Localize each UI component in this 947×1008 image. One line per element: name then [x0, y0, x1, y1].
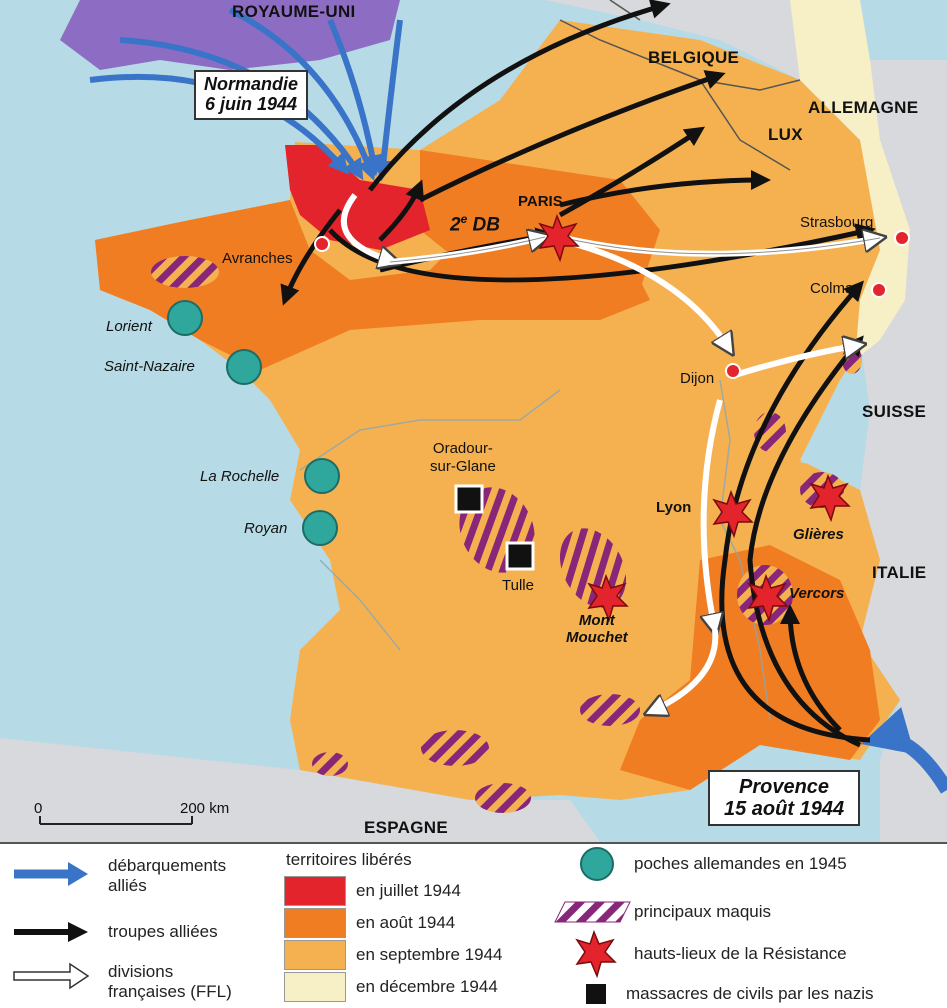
label-paris: PARIS	[518, 193, 563, 210]
label-vercors: Vercors	[789, 585, 845, 602]
landing-provence-date: 15 août 1944	[724, 798, 845, 820]
label-dijon: Dijon	[680, 370, 715, 387]
landing-normandy-date: 6 juin 1944	[204, 93, 298, 114]
label-tulle: Tulle	[502, 577, 534, 594]
legend-troops-text: troupes alliées	[108, 922, 218, 941]
scale-end: 200 km	[180, 800, 230, 817]
landing-box-provence: Provence 15 août 1944	[708, 770, 861, 826]
label-mont-mouchet-line2: Mouchet	[566, 629, 628, 647]
legend-swatch-september	[284, 940, 346, 970]
german-pockets	[167, 300, 340, 546]
label-mont-mouchet-line1: Mont	[578, 612, 615, 629]
label-oradour: Oradour- sur-Glane	[430, 440, 496, 476]
massacre-oradour	[454, 484, 484, 514]
label-2e-db-sup: e	[460, 212, 468, 226]
legend-december-text: en décembre 1944	[356, 977, 498, 996]
label-italy: ITALIE	[872, 563, 927, 582]
ffl-arrows-outline	[389, 236, 881, 263]
maquis-area	[312, 752, 348, 776]
legend-ffl-text: divisions françaises (FFL)	[108, 962, 232, 1003]
legend-swatch-july	[284, 876, 346, 906]
legend-ffl-line1: divisions	[108, 962, 174, 981]
label-lorient: Lorient	[106, 318, 152, 335]
landing-provence-name: Provence	[739, 776, 830, 798]
landing-box-normandy: Normandie 6 juin 1944	[194, 70, 309, 120]
pocket-la-rochelle	[304, 458, 340, 494]
resistance-stars	[538, 213, 851, 623]
spain-land	[0, 738, 600, 842]
landing-normandy-name: Normandie	[204, 74, 299, 94]
map-canvas	[0, 0, 947, 842]
label-saint-nazaire: Saint-Nazaire	[104, 358, 195, 375]
legend-maquis-text: principaux maquis	[634, 902, 772, 921]
legend-swatch-august	[284, 908, 346, 938]
pocket-lorient	[167, 300, 203, 336]
resistance-star-lyon	[712, 489, 754, 539]
legend-pocket-circle	[580, 847, 614, 881]
city-dots	[314, 230, 910, 379]
label-oradour-line1: Oradour-	[432, 440, 493, 457]
label-germany: ALLEMAGNE	[808, 98, 919, 117]
massacres	[454, 484, 535, 571]
legend-ffl-arrow	[13, 962, 90, 990]
legend-august-text: en août 1944	[356, 913, 456, 932]
legend-swatch-december	[284, 972, 346, 1002]
maquis-area	[754, 412, 786, 452]
legend-symbols	[13, 847, 631, 1004]
allied-landing-provence	[860, 707, 947, 794]
legend-july-text: en juillet 1944	[356, 881, 461, 900]
legend-landings-text: débarquements alliés	[108, 856, 226, 897]
resistance-star-mont-mouchet	[587, 573, 629, 623]
legend-landings-line2: alliés	[108, 876, 147, 896]
scale-bar	[39, 816, 193, 825]
legend: débarquements alliés troupes alliées div…	[0, 842, 947, 1008]
legend-resistance-text: hauts-lieux de la Résistance	[634, 944, 847, 963]
uk-land	[60, 0, 400, 70]
label-glieres: Glières	[793, 526, 844, 543]
pocket-royan	[302, 510, 338, 546]
maquis-area	[151, 256, 219, 288]
label-2e-db: 2e DB	[450, 212, 500, 236]
massacre-tulle	[505, 541, 535, 571]
liberated-december	[790, 0, 910, 360]
label-la-rochelle: La Rochelle	[200, 468, 280, 485]
legend-ffl-line2: françaises (FFL)	[108, 982, 232, 1002]
label-spain: ESPAGNE	[364, 818, 448, 837]
label-2e-db-number: 2	[450, 214, 461, 236]
maquis-area	[475, 783, 531, 813]
label-oradour-line2: sur-Glane	[430, 458, 496, 475]
label-avranches: Avranches	[222, 250, 293, 267]
label-2e-db-rest: DB	[467, 214, 500, 236]
scale-start: 0	[34, 800, 43, 817]
maquis-area	[580, 694, 640, 726]
label-lyon: Lyon	[656, 499, 692, 516]
legend-september-text: en septembre 1944	[356, 945, 503, 964]
legend-liberated-title: territoires libérés	[286, 850, 412, 869]
label-uk: ROYAUME-UNI	[232, 2, 356, 21]
legend-landings-line1: débarquements	[108, 856, 227, 875]
label-switzerland: SUISSE	[862, 402, 927, 421]
resistance-star-vercors	[747, 573, 789, 623]
label-colmar: Colmar	[810, 280, 859, 297]
eastern-land	[545, 0, 947, 842]
maquis-area	[421, 730, 489, 766]
legend-maquis-shape	[554, 901, 631, 923]
legend-massacre-square	[586, 984, 606, 1004]
label-mont-mouchet: Mont Mouchet	[566, 612, 628, 647]
legend-pockets-text: poches allemandes en 1945	[634, 854, 847, 873]
lake-leman	[800, 448, 860, 465]
label-strasbourg: Strasbourg	[800, 214, 874, 231]
legend-star	[575, 929, 617, 979]
label-lux: LUX	[768, 125, 803, 144]
pocket-saint-nazaire	[226, 349, 262, 385]
resistance-star-glieres	[809, 473, 851, 523]
label-belgium: BELGIQUE	[648, 48, 740, 67]
resistance-star-paris	[538, 213, 580, 263]
label-royan: Royan	[244, 520, 288, 537]
legend-massacres-text: massacres de civils par les nazis	[626, 984, 874, 1003]
rivers	[299, 379, 771, 721]
